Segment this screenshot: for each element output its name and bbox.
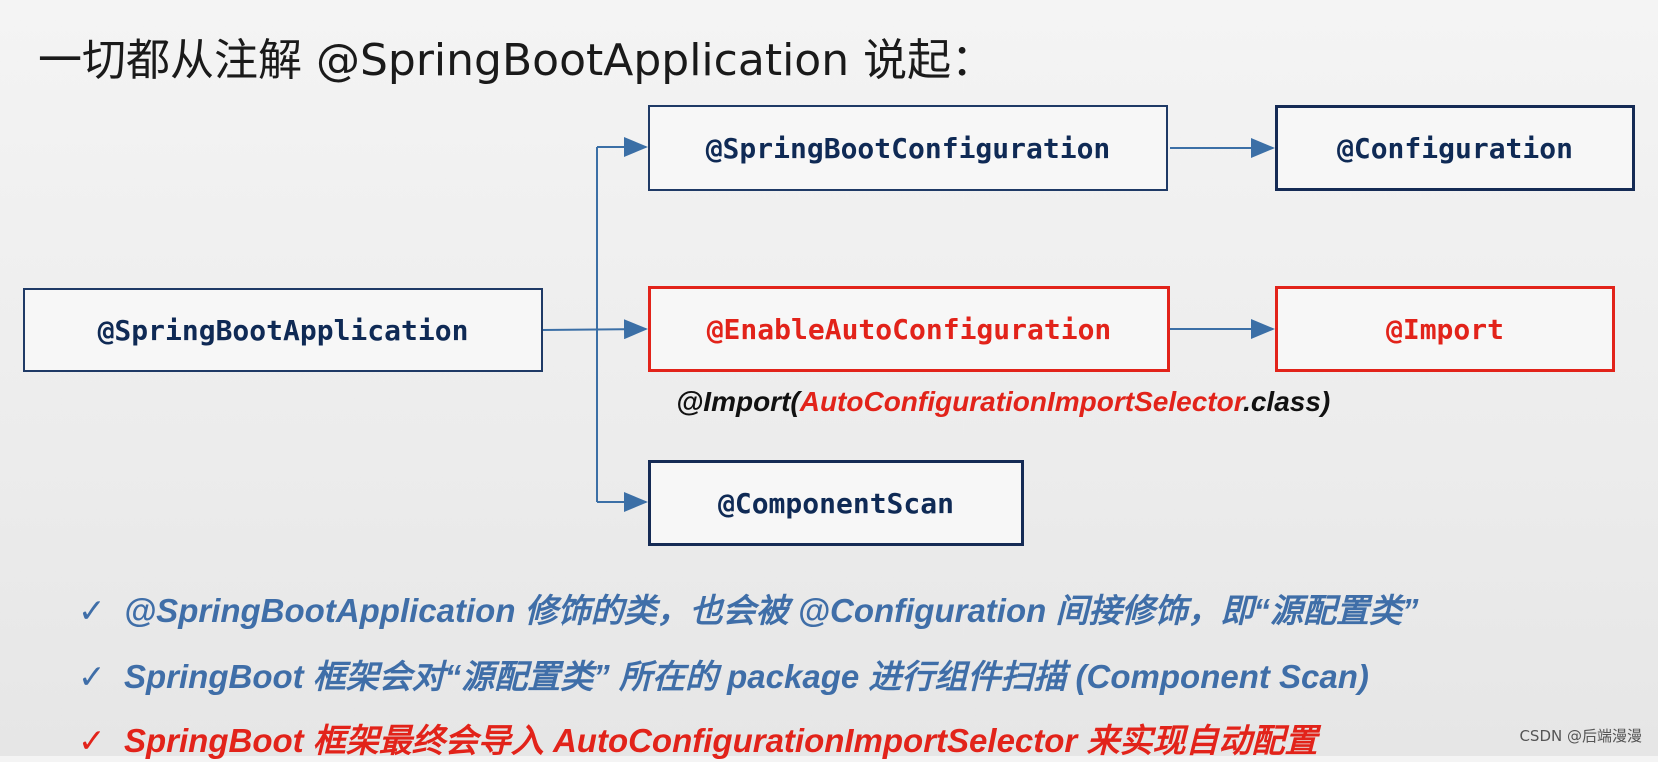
node-configuration: @Configuration xyxy=(1275,105,1635,191)
watermark: CSDN @后端漫漫 xyxy=(1519,727,1642,745)
node-spring-boot-application: @SpringBootApplication xyxy=(23,288,543,372)
arrow-to-enable-auto-configuration xyxy=(541,319,648,340)
import-note-selector: AutoConfigurationImportSelector xyxy=(799,386,1244,417)
node-spring-boot-configuration: @SpringBootConfiguration xyxy=(648,105,1168,191)
node-enable-auto-configuration: @EnableAutoConfiguration xyxy=(648,286,1170,372)
bullet-1-text: @SpringBootApplication 修饰的类，也会被 @Configu… xyxy=(124,592,1419,629)
check-icon: ✓ xyxy=(78,658,106,695)
bullet-2: ✓ SpringBoot 框架会对“源配置类” 所在的 package 进行组件扫… xyxy=(78,650,1369,698)
node-component-scan: @ComponentScan xyxy=(648,460,1024,546)
import-note-suffix: .class) xyxy=(1243,386,1331,417)
page-title: 一切都从注解 @SpringBootApplication 说起： xyxy=(38,35,996,86)
bullet-1: ✓ @SpringBootApplication 修饰的类，也会被 @Config… xyxy=(78,584,1418,632)
check-icon: ✓ xyxy=(78,722,106,759)
bullet-3: ✓ SpringBoot 框架最终会导入 AutoConfigurationImp… xyxy=(78,714,1317,762)
bullet-3-text: SpringBoot 框架最终会导入 AutoConfigurationImpo… xyxy=(124,722,1318,759)
import-note-prefix: @Import( xyxy=(676,386,800,417)
node-import: @Import xyxy=(1275,286,1615,372)
bullet-2-text: SpringBoot 框架会对“源配置类” 所在的 package 进行组件扫描… xyxy=(124,658,1369,695)
check-icon: ✓ xyxy=(78,592,106,629)
import-note: @Import(AutoConfigurationImportSelector.… xyxy=(676,386,1330,418)
